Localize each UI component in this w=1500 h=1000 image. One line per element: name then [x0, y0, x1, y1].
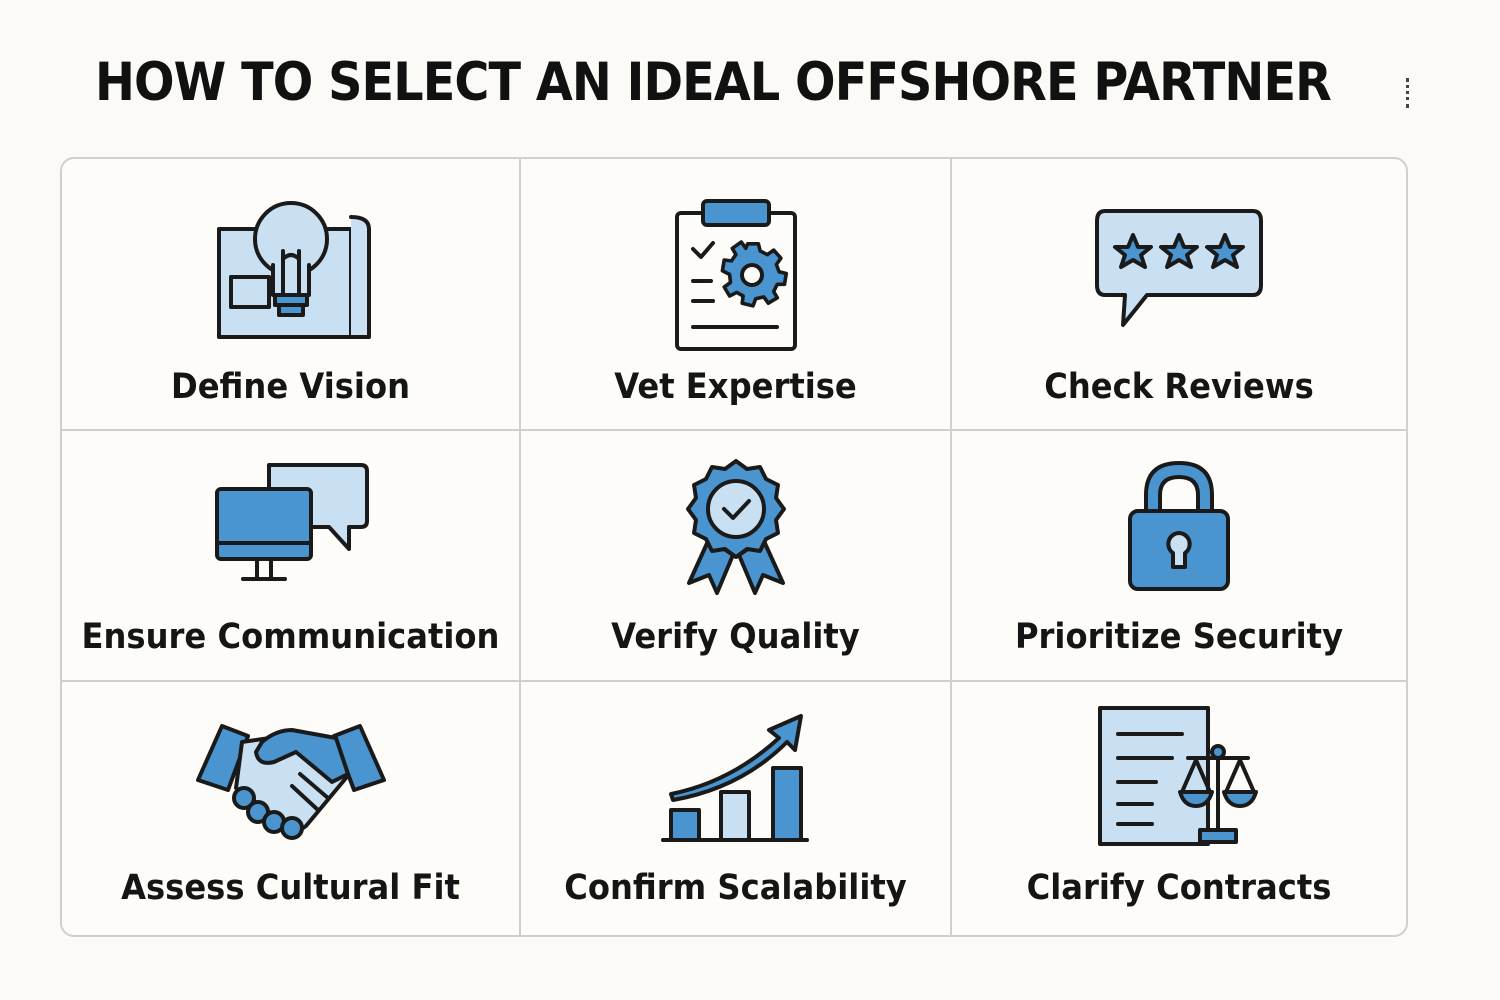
step-label: Assess Cultural Fit: [121, 868, 460, 908]
step-label: Check Reviews: [1044, 367, 1314, 407]
quality-badge-icon: [681, 459, 791, 595]
step-card-prioritize-security: Prioritize Security: [952, 431, 1406, 682]
step-card-ensure-communication: Ensure Communication: [62, 431, 521, 682]
page-title: HOW TO SELECT AN IDEAL OFFSHORE PARTNER: [95, 52, 1332, 113]
clipboard-gear-icon: [671, 193, 801, 353]
lightbulb-blueprint-icon: [211, 199, 371, 339]
step-card-define-vision: Define Vision: [62, 159, 521, 431]
step-card-check-reviews: Check Reviews: [952, 159, 1406, 431]
step-card-vet-expertise: Vet Expertise: [521, 159, 952, 431]
handshake-icon: [195, 722, 386, 842]
steps-grid: Define Vision Vet Expertise: [60, 157, 1408, 937]
step-label: Verify Quality: [611, 617, 860, 657]
step-card-assess-cultural-fit: Assess Cultural Fit: [62, 682, 521, 935]
contract-scales-icon: [1096, 706, 1262, 846]
step-label: Clarify Contracts: [1026, 868, 1332, 908]
step-card-verify-quality: Verify Quality: [521, 431, 952, 682]
growth-chart-icon: [660, 712, 811, 846]
step-card-confirm-scalability: Confirm Scalability: [521, 682, 952, 935]
step-card-clarify-contracts: Clarify Contracts: [952, 682, 1406, 935]
decorative-mark: [1406, 78, 1412, 108]
step-label: Confirm Scalability: [564, 868, 907, 908]
step-label: Vet Expertise: [614, 367, 857, 407]
monitor-chat-icon: [211, 461, 371, 586]
step-label: Ensure Communication: [81, 617, 500, 657]
step-label: Prioritize Security: [1014, 617, 1344, 657]
step-label: Define Vision: [170, 367, 411, 407]
star-rating-bubble-icon: [1093, 209, 1265, 329]
padlock-icon: [1126, 459, 1232, 593]
